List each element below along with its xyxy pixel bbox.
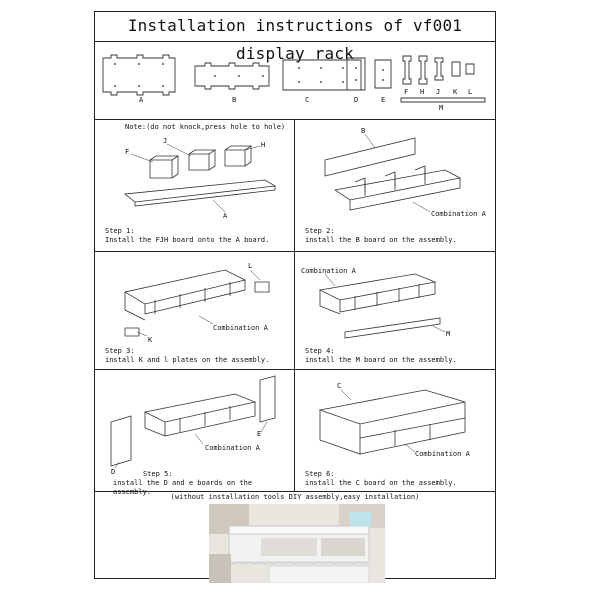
step-1-text: Install the FJH board onto the A board.: [105, 236, 270, 244]
step-5-caption: Step 5: install the D and e boards on th…: [113, 470, 294, 497]
footer-caption: (without installation tools DIY assembly…: [170, 493, 420, 501]
callout-h: H: [261, 141, 265, 149]
step-3-heading: Step 3:: [105, 347, 135, 355]
callout-e: E: [257, 430, 261, 438]
footer-section: (without installation tools DIY assembly…: [95, 492, 495, 583]
callout-j: J: [163, 137, 167, 145]
step-1-heading: Step 1:: [105, 227, 135, 235]
note-text: Note:(do not knock,press hole to hole): [125, 123, 286, 131]
step-1-drawing: F J H A: [123, 137, 277, 220]
step-5-text: install the D and e boards on the assemb…: [113, 479, 253, 496]
instruction-sheet: Installation instructions of vf001 displ…: [94, 11, 496, 583]
part-m-shape: [400, 97, 486, 103]
step-3-drawing: L K Combination A: [123, 262, 270, 344]
part-label-k: K: [453, 88, 458, 96]
step-3-caption: Step 3: install K and l plates on the as…: [105, 347, 269, 365]
part-c-shape: [282, 59, 362, 91]
step-1-caption: Step 1: Install the FJH board onto the A…: [105, 227, 269, 245]
steps-row-1: Note:(do not knock,press hole to hole) F…: [95, 120, 495, 252]
step-6-panel: C Combination A Step 6: install the C bo…: [295, 370, 495, 491]
product-photo-drawing: [209, 504, 385, 583]
callout-l: L: [248, 262, 252, 270]
step-4-caption: Step 4: install the M board on the assem…: [305, 347, 457, 365]
step-2-text: install the B board on the assembly.: [305, 236, 457, 244]
step-2-heading: Step 2:: [305, 227, 335, 235]
callout-k: K: [148, 336, 153, 344]
callout-a: A: [223, 212, 228, 220]
part-l-shape: [465, 63, 475, 75]
part-label-d: D: [354, 96, 359, 104]
step-1-panel: Note:(do not knock,press hole to hole) F…: [95, 120, 295, 251]
step-4-heading: Step 4:: [305, 347, 335, 355]
part-d-shape: [346, 57, 366, 91]
part-k-shape: [451, 61, 461, 77]
part-label-b: B: [232, 96, 237, 104]
callout-c: C: [337, 382, 341, 390]
step-5-heading: Step 5:: [143, 470, 173, 478]
step-6-drawing: C Combination A: [318, 382, 471, 458]
page-title: Installation instructions of vf001 displ…: [95, 12, 495, 63]
callout-combination-a-4: Combination A: [301, 267, 357, 275]
part-a-shape: [102, 54, 176, 96]
part-b-shape: [194, 62, 270, 90]
part-h-shape: [418, 55, 428, 85]
callout-m: M: [446, 330, 450, 338]
parts-overview: A B C D E F H J K L M: [95, 42, 495, 120]
callout-f: F: [125, 148, 129, 156]
part-e-shape: [374, 59, 392, 89]
part-label-j: J: [436, 88, 441, 96]
step-6-caption: Step 6: install the C board on the assem…: [305, 470, 457, 488]
step-5-panel: D E Combination A Step 5: install the D …: [95, 370, 295, 496]
part-label-m: M: [439, 104, 444, 112]
step-3-panel: L K Combination A Step 3: install K and …: [95, 252, 295, 369]
part-label-f: F: [404, 88, 409, 96]
part-label-c: C: [305, 96, 310, 104]
part-j-shape: [434, 57, 444, 81]
step-3-text: install K and l plates on the assembly.: [105, 356, 270, 364]
step-2-drawing: B Combination A: [324, 127, 487, 218]
callout-b: B: [361, 127, 365, 135]
step-4-text: install the M board on the assembly.: [305, 356, 457, 364]
steps-row-3: D E Combination A Step 5: install the D …: [95, 370, 495, 496]
part-label-e: E: [381, 96, 386, 104]
step-2-panel: B Combination A Step 2: install the B bo…: [295, 120, 495, 251]
part-label-l: L: [468, 88, 473, 96]
callout-d: D: [111, 468, 115, 476]
step-2-caption: Step 2: install the B board on the assem…: [305, 227, 457, 245]
parts-drawing: [102, 54, 486, 103]
callout-combination-a-6: Combination A: [415, 450, 471, 458]
step-5-drawing: D E Combination A: [110, 375, 276, 476]
step-6-heading: Step 6:: [305, 470, 335, 478]
callout-combination-a-2: Combination A: [431, 210, 487, 218]
part-label-h: H: [420, 88, 425, 96]
step-4-panel: Combination A M Step 4: install the M bo…: [295, 252, 495, 369]
callout-combination-a-3: Combination A: [213, 324, 269, 332]
product-photo: [209, 504, 385, 583]
callout-combination-a-5: Combination A: [205, 444, 261, 452]
step-4-drawing: Combination A M: [301, 267, 450, 339]
part-label-a: A: [139, 96, 144, 104]
steps-row-2: L K Combination A Step 3: install K and …: [95, 252, 495, 370]
step-6-text: install the C board on the assembly.: [305, 479, 457, 487]
part-f-shape: [402, 55, 412, 85]
